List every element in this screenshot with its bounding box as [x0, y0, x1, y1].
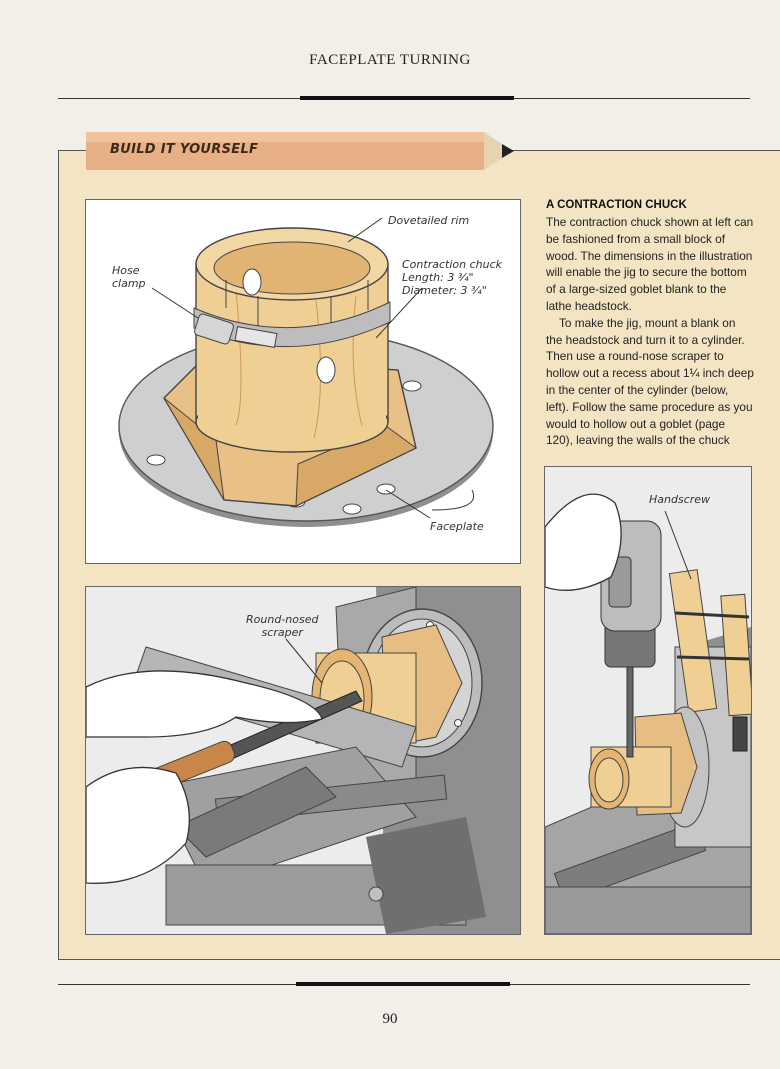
- callout-round-nosed-scraper: Round-nosed scraper: [246, 613, 319, 639]
- callout-contraction-chuck: Contraction chuck: [402, 258, 502, 271]
- callout-hose-clamp: Hose clamp: [112, 264, 146, 290]
- figure-round-nosed-scraper: Round-nosed scraper: [85, 586, 521, 935]
- sidebar-paragraph: The contraction chuck shown at left can …: [546, 215, 754, 313]
- sidebar-heading: A CONTRACTION CHUCK: [546, 199, 687, 211]
- running-head: FACEPLATE TURNING: [309, 52, 471, 68]
- page-number: 90: [382, 1011, 398, 1027]
- figure-handscrew-drill: Handscrew: [544, 466, 752, 935]
- callout-chuck-length: Length: 3 ¾": [402, 271, 474, 284]
- callout-chuck-diameter: Diameter: 3 ¾": [402, 284, 487, 297]
- footer-rule-accent: [296, 982, 510, 986]
- figure-contraction-chuck: Dovetailed rim Hose clamp Contraction ch…: [85, 199, 521, 564]
- callout-handscrew: Handscrew: [649, 493, 711, 506]
- sidebar-paragraph: To make the jig, mount a blank on the he…: [546, 315, 754, 448]
- header-rule-accent: [300, 96, 514, 100]
- pencil-banner-graphic: [86, 132, 514, 170]
- sidebar-body: The contraction chuck shown at left can …: [546, 214, 754, 449]
- callout-faceplate: Faceplate: [430, 520, 484, 533]
- banner-label: BUILD IT YOURSELF: [110, 142, 259, 157]
- callout-dovetailed-rim: Dovetailed rim: [388, 214, 470, 227]
